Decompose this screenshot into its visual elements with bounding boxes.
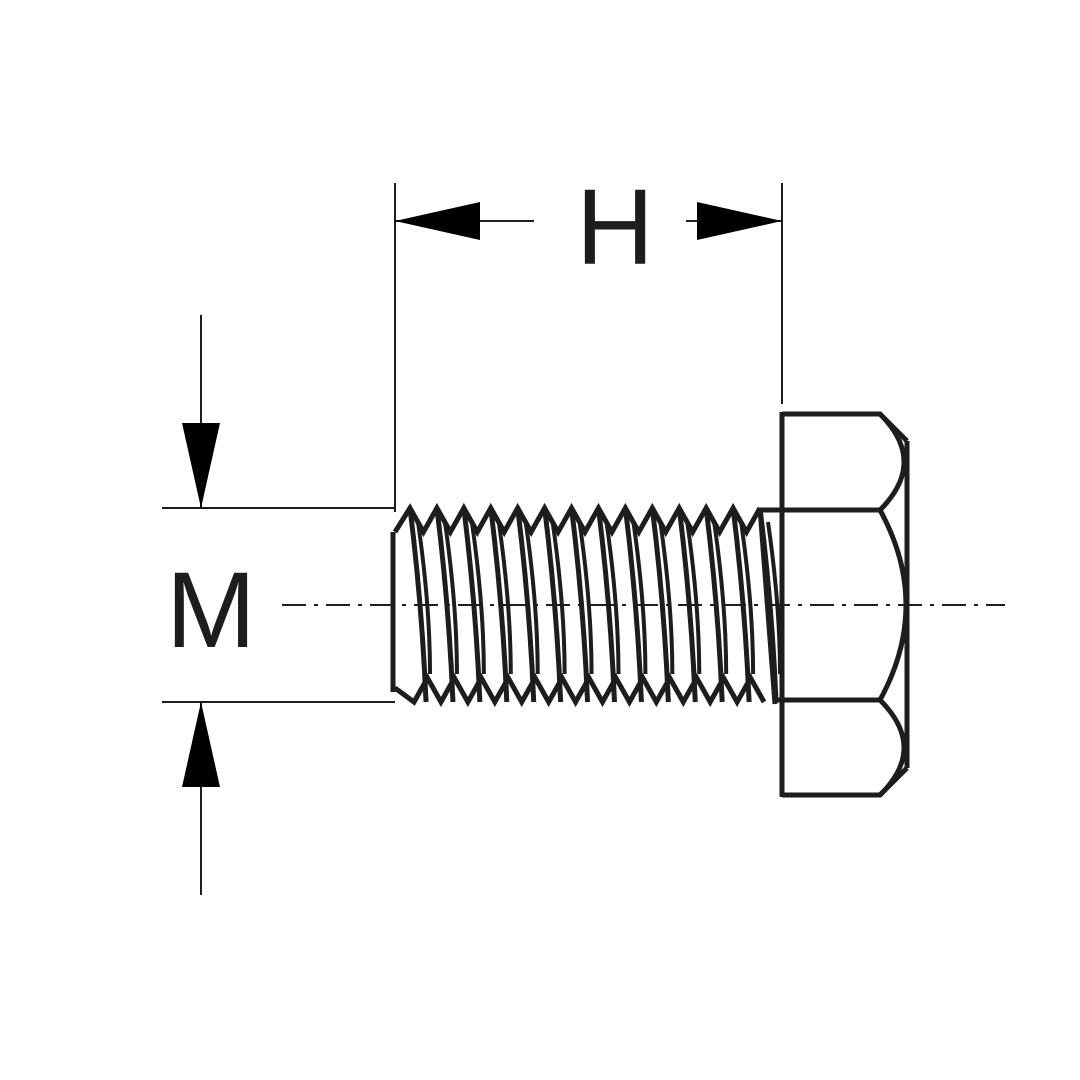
h-dimension-label: H: [576, 166, 654, 287]
thread-helix-line: [461, 507, 483, 703]
thread-helix-line: [442, 521, 459, 675]
thread-helix-line: [416, 521, 433, 675]
thread-helix-line: [496, 521, 513, 675]
threaded-shank: [390, 502, 783, 708]
h-arrowhead-left: [395, 202, 480, 240]
thread-helix-line: [434, 507, 456, 703]
hex-head-lower-chamfer-arc: [878, 698, 907, 797]
hex-head-upper-chamfer-arc: [878, 412, 907, 512]
thread-helix-line: [577, 521, 594, 675]
thread-helix-line: [658, 521, 675, 675]
m-arrowhead-bottom: [182, 702, 220, 787]
thread-helix-line: [469, 521, 486, 675]
thread-helix-line: [515, 507, 537, 703]
thread-shoulder-line: [757, 507, 778, 705]
thread-bottom-profile: [393, 672, 767, 708]
thread-helix-line: [631, 521, 648, 675]
thread-helix-line: [739, 521, 756, 675]
thread-helix-line: [685, 521, 702, 675]
thread-helix-line: [542, 507, 564, 703]
thread-helix-line: [622, 507, 644, 703]
thread-helix-line: [649, 507, 671, 703]
thread-helix-line: [569, 507, 591, 703]
thread-helix-line: [604, 521, 621, 675]
thread-helix-line: [595, 507, 617, 703]
thread-helix-line: [703, 507, 725, 703]
m-arrowhead-top: [182, 423, 220, 508]
thread-top-profile: [392, 502, 763, 538]
thread-helix-line: [488, 507, 510, 703]
thread-helix-line: [730, 507, 752, 703]
thread-helix-line: [676, 507, 698, 703]
hex-head: [760, 411, 910, 798]
h-arrowhead-right: [697, 202, 782, 240]
thread-helix-line: [550, 521, 567, 675]
thread-helix-line: [407, 507, 429, 703]
thread-helix-line: [523, 521, 540, 675]
thread-helix-line: [712, 521, 729, 675]
m-dimension-label: M: [166, 549, 256, 670]
hex-head-middle-chamfer-arc: [877, 508, 909, 702]
